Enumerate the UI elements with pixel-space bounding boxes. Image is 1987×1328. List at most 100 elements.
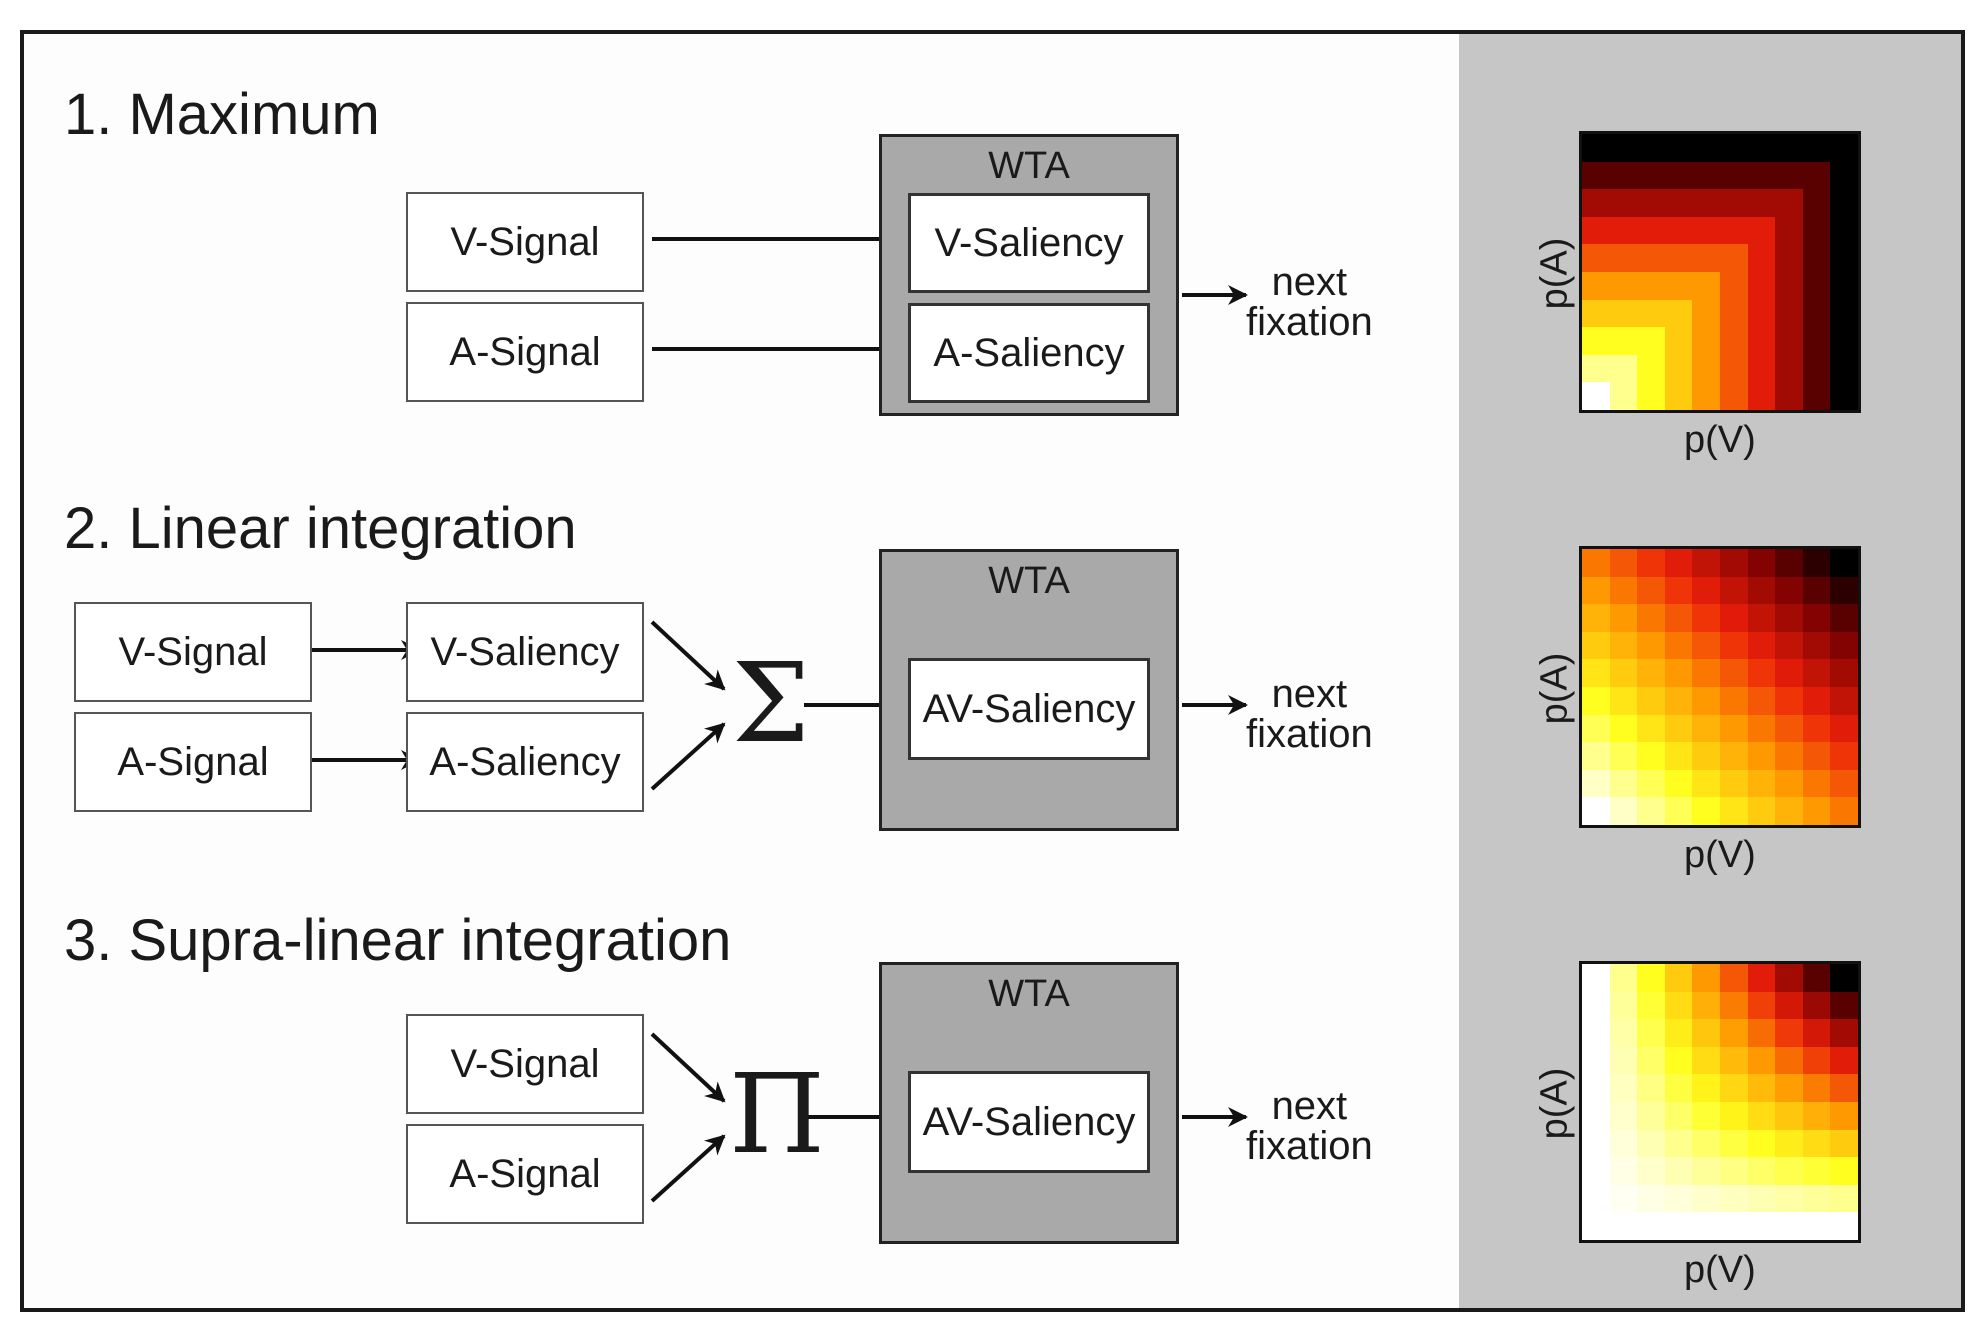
- heatmap-cell: [1747, 382, 1776, 410]
- heatmap-cell: [1664, 659, 1693, 687]
- heatmap-cell: [1582, 1019, 1610, 1047]
- heatmap-cell: [1664, 714, 1693, 743]
- heatmap-cell: [1609, 327, 1638, 355]
- heatmap-cell: [1637, 327, 1665, 355]
- heatmap-cell: [1802, 1212, 1831, 1240]
- heatmap-cell: [1692, 797, 1720, 825]
- model-3-a-signal-box: A-Signal: [406, 1124, 644, 1224]
- model-3-title: 3. Supra-linear integration: [64, 908, 732, 973]
- arrow-a-saliency-to-sum: [650, 722, 726, 791]
- heatmap-cell: [1664, 1074, 1693, 1102]
- heatmap-cell: [1720, 991, 1748, 1020]
- heatmap-cell: [1775, 354, 1803, 383]
- heatmap-cell: [1747, 299, 1776, 328]
- heatmap-cell: [1692, 244, 1720, 272]
- heatmap-cell: [1692, 631, 1720, 660]
- heatmap-cell: [1582, 769, 1610, 798]
- heatmap-cell: [1720, 1046, 1748, 1075]
- heatmap-cell: [1609, 216, 1638, 245]
- heatmap-cell: [1775, 742, 1803, 770]
- model-3-v-signal-box: V-Signal: [406, 1014, 644, 1114]
- heatmap-cell: [1830, 1102, 1858, 1130]
- heatmap-cell: [1802, 1046, 1831, 1075]
- heatmap-cell: [1802, 769, 1831, 798]
- heatmap-cell: [1692, 659, 1720, 687]
- heatmap-cell: [1747, 576, 1776, 605]
- heatmap-cell: [1775, 382, 1803, 410]
- arrow-v-signal-to-product: [650, 1032, 726, 1103]
- heatmap-cell: [1802, 1102, 1831, 1130]
- heatmap-1-y-label: p(A): [1533, 237, 1576, 310]
- model-1-a-signal-box: A-Signal: [406, 302, 644, 402]
- heatmap-2-x-label: p(V): [1684, 834, 1756, 876]
- heatmap-cell: [1720, 1184, 1748, 1213]
- heatmap-cell: [1582, 161, 1610, 190]
- heatmap-cell: [1664, 1157, 1693, 1185]
- heatmap-cell: [1692, 299, 1720, 328]
- model-3-wta-box: WTA AV-Saliency: [879, 962, 1179, 1244]
- heatmap-cell: [1664, 769, 1693, 798]
- heatmap-1-x-label: p(V): [1684, 419, 1756, 461]
- heatmap-cell: [1582, 327, 1610, 355]
- heatmap-cell: [1692, 964, 1720, 992]
- heatmap-cell: [1609, 1102, 1638, 1130]
- heatmap-sum: [1579, 546, 1861, 828]
- heatmap-cell: [1720, 604, 1748, 632]
- heatmap-cell: [1802, 742, 1831, 770]
- heatmap-cell: [1720, 216, 1748, 245]
- model-2-next-fixation: next fixation: [1246, 674, 1373, 754]
- heatmap-cell: [1582, 991, 1610, 1020]
- heatmap-cell: [1830, 354, 1858, 383]
- heatmap-cell: [1664, 327, 1693, 355]
- heatmap-cell: [1664, 549, 1693, 577]
- heatmap-cell: [1830, 769, 1858, 798]
- heatmap-cell: [1802, 354, 1831, 383]
- heatmap-2-y-label: p(A): [1533, 652, 1576, 725]
- heatmap-cell: [1582, 742, 1610, 770]
- heatmap-cell: [1720, 659, 1748, 687]
- model-3-next-fixation-label: next fixation: [1246, 1084, 1373, 1168]
- heatmap-cell: [1692, 161, 1720, 190]
- heatmap-cell: [1692, 549, 1720, 577]
- heatmap-cell: [1582, 1046, 1610, 1075]
- heatmap-cell: [1664, 134, 1693, 162]
- heatmap-cell: [1664, 1212, 1693, 1240]
- heatmap-cell: [1747, 742, 1776, 770]
- heatmap-cell: [1747, 1019, 1776, 1047]
- heatmap-cell: [1582, 1212, 1610, 1240]
- heatmap-cell: [1802, 189, 1831, 217]
- heatmap-cell: [1747, 216, 1776, 245]
- model-2-av-saliency-box: AV-Saliency: [908, 658, 1150, 760]
- heatmap-cell: [1720, 161, 1748, 190]
- heatmap-cell: [1582, 382, 1610, 410]
- model-3-av-saliency-box: AV-Saliency: [908, 1071, 1150, 1173]
- model-3-next-fixation: next fixation: [1246, 1086, 1373, 1166]
- heatmap-cell: [1720, 964, 1748, 992]
- heatmap-cell: [1775, 1184, 1803, 1213]
- heatmap-cell: [1609, 1184, 1638, 1213]
- heatmap-cell: [1582, 272, 1610, 300]
- heatmap-cell: [1802, 134, 1831, 162]
- heatmap-cell: [1747, 354, 1776, 383]
- heatmap-cell: [1664, 244, 1693, 272]
- heatmap-cell: [1692, 216, 1720, 245]
- heatmap-cell: [1802, 714, 1831, 743]
- heatmap-3-x-label: p(V): [1684, 1249, 1756, 1291]
- heatmap-cell: [1609, 1074, 1638, 1102]
- heatmap-cell: [1747, 687, 1776, 715]
- heatmap-cell: [1664, 687, 1693, 715]
- model-2-title: 2. Linear integration: [64, 496, 577, 561]
- heatmap-cell: [1692, 769, 1720, 798]
- model-2-a-signal-box: A-Signal: [74, 712, 312, 812]
- model-2-v-saliency-box: V-Saliency: [406, 602, 644, 702]
- heatmap-cell: [1830, 797, 1858, 825]
- heatmap-cell: [1747, 769, 1776, 798]
- heatmap-max: [1579, 131, 1861, 413]
- heatmap-cell: [1775, 631, 1803, 660]
- heatmap-cell: [1830, 631, 1858, 660]
- heatmap-cell: [1609, 549, 1638, 577]
- heatmap-cell: [1609, 659, 1638, 687]
- heatmap-cell: [1747, 1074, 1776, 1102]
- heatmap-cell: [1637, 354, 1665, 383]
- heatmap-cell: [1775, 244, 1803, 272]
